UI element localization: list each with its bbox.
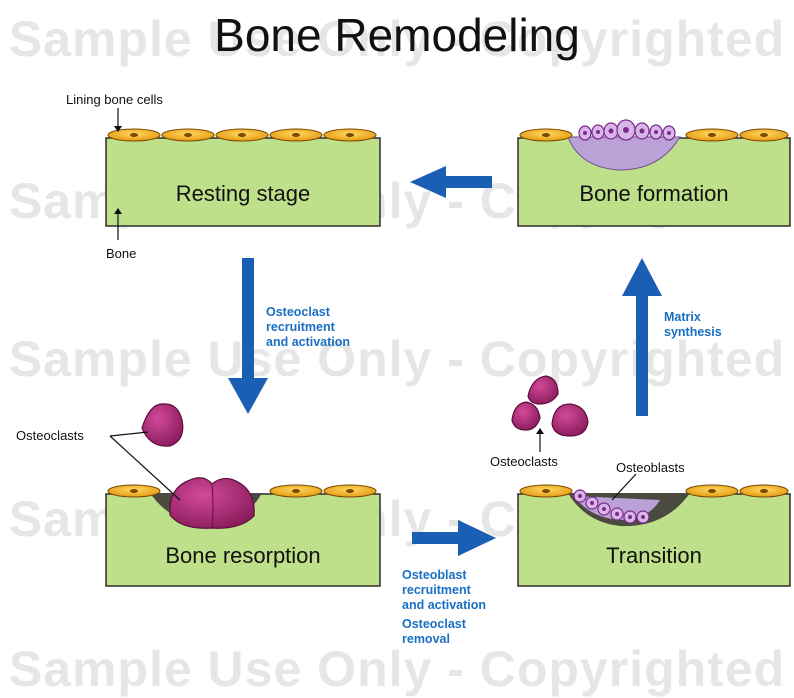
label-osteoblasts: Osteoblasts [616,460,685,475]
stage-label-transition: Transition [518,543,790,569]
resting-stage-block [106,108,380,240]
arrow-up [622,258,662,416]
stage-label-resorption: Bone resorption [106,543,380,569]
label-arrow-right-line-4: Osteoclast [402,617,486,632]
arrow-down [228,258,268,414]
label-arrow-up-line-1: Matrix [664,310,722,325]
bone-formation-block [518,120,790,226]
label-arrow-up-line-2: synthesis [664,325,722,340]
arrow-left [410,166,492,198]
page-title: Bone Remodeling [0,8,794,62]
osteoclast-floating-3 [552,404,588,436]
stage-label-formation: Bone formation [518,181,790,207]
label-arrow-right-line-1: Osteoblast [402,568,486,583]
label-arrow-down: Osteoclast recruitment and activation [266,305,350,350]
label-arrow-right-line-5: removal [402,632,486,647]
label-arrow-right-line-2: recruitment [402,583,486,598]
label-osteoclasts-right: Osteoclasts [490,454,558,469]
stage-label-resting: Resting stage [106,181,380,207]
label-arrow-down-line-2: recruitment [266,320,350,335]
label-arrow-right: Osteoblast recruitment and activation Os… [402,568,486,647]
label-lining-cells: Lining bone cells [66,92,163,107]
osteoclast-floating-2 [512,402,540,430]
label-osteoclasts-left: Osteoclasts [16,428,84,443]
label-arrow-down-line-1: Osteoclast [266,305,350,320]
osteoclast-floating-1 [528,376,558,404]
label-bone: Bone [106,246,136,261]
label-arrow-down-line-3: and activation [266,335,350,350]
lining-cells-resting [108,129,376,141]
label-arrow-right-line-3: and activation [402,598,486,613]
arrow-right [412,520,496,556]
osteoclast-floating-left [142,404,183,446]
label-arrow-up: Matrix synthesis [664,310,722,340]
